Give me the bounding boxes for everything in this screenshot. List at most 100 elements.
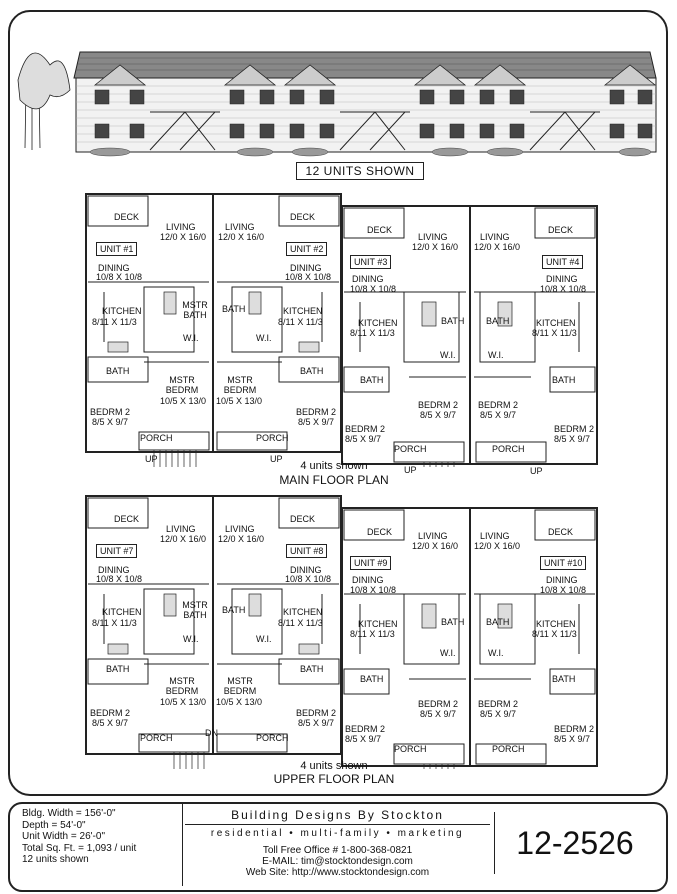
title-block-divider (182, 804, 183, 886)
unit7-living-label: LIVING (166, 524, 196, 534)
unit2-living-label: LIVING (225, 222, 255, 232)
elevation-caption: 12 UNITS SHOWN (296, 162, 424, 180)
unit10-bedroom2-dim: 8/5 X 9/7 (554, 734, 591, 744)
upper-floor-subtitle: 4 units shown (300, 760, 368, 772)
unit3-bedroom-dim: 8/5 X 9/7 (420, 410, 457, 420)
unit1-up-label: UP (145, 454, 158, 464)
unit2-dining-dim: 10/8 X 10/8 (285, 272, 332, 282)
unit4-kitchen-label: KITCHEN (536, 318, 576, 328)
unit8-bedroom2-dim: 8/5 X 9/7 (298, 718, 335, 728)
main-floor-plan-drawing (85, 193, 598, 467)
unit8-bath-label: BATH (300, 664, 324, 674)
unit10-kitchen-label: KITCHEN (536, 619, 576, 629)
unit7-bedroom2-dim: 8/5 X 9/7 (92, 718, 129, 728)
unit3-badge: UNIT #3 (350, 255, 392, 269)
unit1-deck-label: DECK (114, 212, 140, 222)
unit9-deck-label: DECK (367, 527, 393, 537)
unit4-bedroom2-label: BEDRM 2 (554, 424, 595, 434)
unit1-badge: UNIT #1 (96, 242, 138, 256)
spec-total-sqft: Total Sq. Ft. = 1,093 / unit (22, 842, 137, 854)
unit1-master-bedroom-label: MSTR BEDRM (165, 375, 199, 395)
unit7-kitchen-dim: 8/11 X 11/3 (92, 618, 137, 628)
unit3-bath2-label: BATH (441, 316, 465, 326)
sheet-border (8, 10, 668, 796)
upper-floor-title: UPPER FLOOR PLAN (273, 772, 395, 786)
unit1-master-bath-label: MSTR BATH (182, 300, 208, 320)
unit8-kitchen-dim: 8/11 X 11/3 (278, 618, 323, 628)
unit8-badge: UNIT #8 (286, 544, 328, 558)
unit1-bedroom2-dim: 8/5 X 9/7 (92, 417, 129, 427)
unit3-living-label: LIVING (418, 232, 448, 242)
unit7-deck-label: DECK (114, 514, 140, 524)
unit7-walkin-label: W.I. (183, 634, 199, 644)
unit4-bedroom2-dim: 8/5 X 9/7 (554, 434, 591, 444)
unit3-kitchen-dim: 8/11 X 11/3 (350, 328, 395, 338)
unit8-deck-label: DECK (290, 514, 316, 524)
unit9-porch-label: PORCH (394, 744, 427, 754)
unit9-bedroom-dim: 8/5 X 9/7 (420, 709, 457, 719)
unit4-walkin-label: W.I. (488, 350, 504, 360)
unit10-dining-dim: 10/8 X 10/8 (540, 585, 587, 595)
unit2-dining-label: DINING (290, 263, 322, 273)
company-block: Building Designs By Stockton residential… (185, 808, 490, 878)
unit1-living-label: LIVING (166, 222, 196, 232)
unit7-dining-label: DINING (98, 565, 130, 575)
unit7-bath-label: BATH (106, 664, 130, 674)
unit3-bedroom2-label: BEDRM 2 (345, 424, 386, 434)
unit2-badge: UNIT #2 (286, 242, 328, 256)
unit1-kitchen-label: KITCHEN (102, 306, 142, 316)
unit9-bedroom2-dim: 8/5 X 9/7 (345, 734, 382, 744)
unit10-porch-label: PORCH (492, 744, 525, 754)
unit10-dining-label: DINING (546, 575, 578, 585)
unit4-bedroom-dim: 8/5 X 9/7 (480, 410, 517, 420)
unit4-dining-dim: 10/8 X 10/8 (540, 284, 587, 294)
unit1-walkin-label: W.I. (183, 333, 199, 343)
unit10-walkin-label: W.I. (488, 648, 504, 658)
unit9-kitchen-dim: 8/11 X 11/3 (350, 629, 395, 639)
unit8-dining-label: DINING (290, 565, 322, 575)
unit9-bedroom2-label: BEDRM 2 (345, 724, 386, 734)
unit4-porch-label: PORCH (492, 444, 525, 454)
unit3-bath-label: BATH (360, 375, 384, 385)
main-floor-title: MAIN FLOOR PLAN (279, 473, 389, 487)
company-website: Web Site: http://www.stocktondesign.com (245, 867, 430, 878)
unit10-bedroom2-label: BEDRM 2 (554, 724, 595, 734)
unit2-kitchen-dim: 8/11 X 11/3 (278, 317, 323, 327)
unit10-deck-label: DECK (548, 527, 574, 537)
unit1-porch-label: PORCH (140, 433, 173, 443)
unit7-kitchen-label: KITCHEN (102, 607, 142, 617)
unit3-bedroom2-dim: 8/5 X 9/7 (345, 434, 382, 444)
unit1-master-bedroom-dim: 10/5 X 13/0 (160, 396, 207, 406)
unit10-kitchen-dim: 8/11 X 11/3 (532, 629, 577, 639)
unit10-bedroom-dim: 8/5 X 9/7 (480, 709, 517, 719)
unit7-bedroom2-label: BEDRM 2 (90, 708, 131, 718)
spec-depth: Depth = 54'-0" (22, 819, 86, 831)
unit4-dining-label: DINING (546, 274, 578, 284)
unit2-up-label: UP (270, 454, 283, 464)
unit2-walkin-label: W.I. (256, 333, 272, 343)
unit4-bath2-label: BATH (486, 316, 510, 326)
main-floor-subtitle: 4 units shown (300, 460, 368, 472)
unit7-master-bedroom-dim: 10/5 X 13/0 (160, 697, 207, 707)
unit2-bath2-label: BATH (222, 304, 246, 314)
unit10-bedroom-label: BEDRM 2 (478, 699, 519, 709)
unit3-kitchen-label: KITCHEN (358, 318, 398, 328)
unit3-living-dim: 12/0 X 16/0 (412, 242, 459, 252)
unit9-dining-label: DINING (352, 575, 384, 585)
unit7-master-bath-label: MSTR BATH (182, 600, 208, 620)
unit10-living-label: LIVING (480, 531, 510, 541)
title-block (8, 802, 668, 892)
unit3-bedroom-label: BEDRM 2 (418, 400, 459, 410)
unit2-bath-label: BATH (300, 366, 324, 376)
unit4-living-label: LIVING (480, 232, 510, 242)
unit2-bedroom2-label: BEDRM 2 (296, 407, 337, 417)
spec-units-count: 12 units shown (22, 854, 89, 865)
unit3-up-label: UP (404, 465, 417, 475)
spec-block: Bldg. Width = 156'-0" Depth = 54'-0" Uni… (22, 808, 136, 866)
unit8-kitchen-label: KITCHEN (283, 607, 323, 617)
unit8-master-bedroom-dim: 10/5 X 13/0 (216, 697, 263, 707)
unit1-living-dim: 12/0 X 16/0 (160, 232, 207, 242)
unit4-bath-label: BATH (552, 375, 576, 385)
plan-number: 12-2526 (494, 812, 655, 874)
unit9-living-dim: 12/0 X 16/0 (412, 541, 459, 551)
